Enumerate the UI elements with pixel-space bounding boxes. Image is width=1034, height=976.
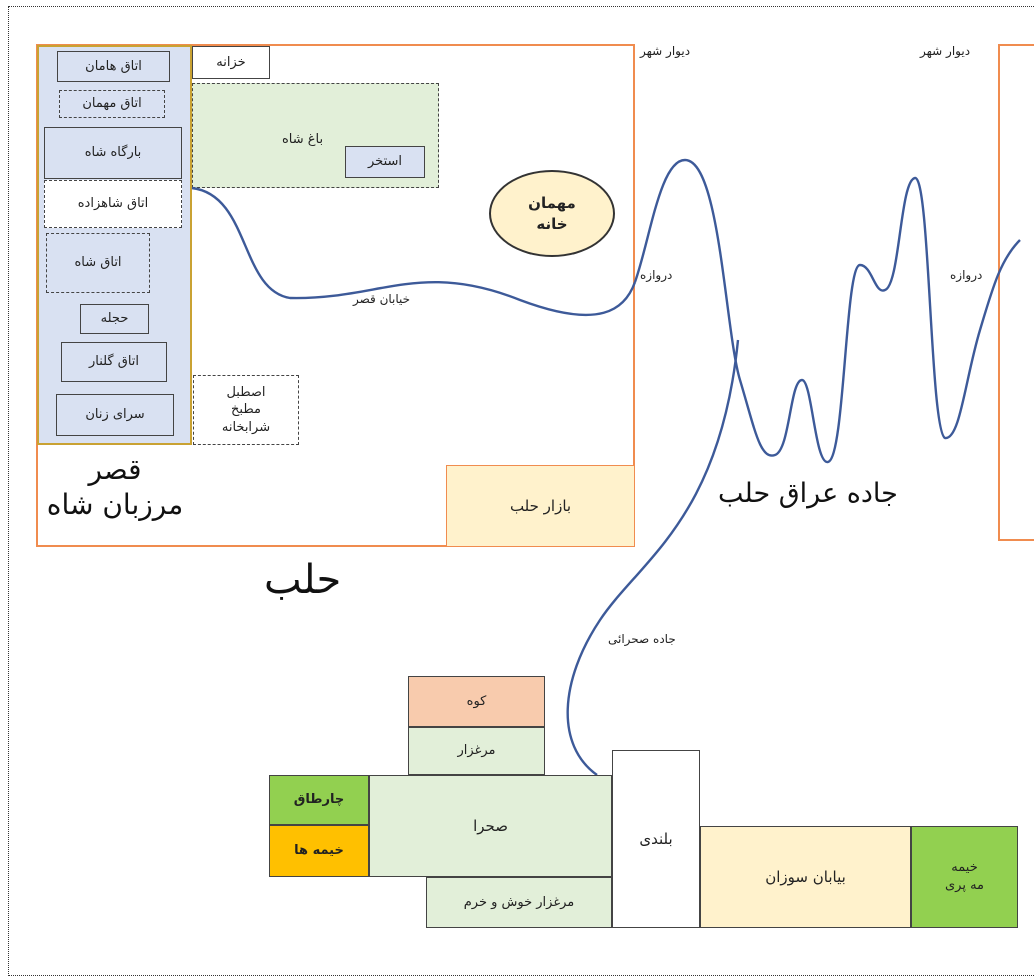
pool: استخر (345, 146, 425, 178)
room-prince: اتاق شاهزاده (44, 180, 182, 228)
room-bridal: حجله (80, 304, 149, 334)
tents-region: خیمه ها (269, 825, 369, 877)
royal-garden-label: باغ شاه (282, 132, 324, 147)
mountain-region: کوه (408, 676, 545, 727)
city-wall-label-1: دیوار شهر (640, 44, 691, 58)
gate-label-1: دروازه (640, 268, 673, 282)
heights-region: بلندی (612, 750, 700, 928)
meadow-region: مرغزار (408, 727, 545, 775)
desert-road (566, 339, 740, 776)
pleasant-meadow-region: مرغزار خوش و خرم (426, 877, 612, 928)
palace-title: قصر مرزبان شاه (46, 453, 184, 521)
iraq-aleppo-road-label: جاده عراق حلب (718, 478, 898, 509)
charttaq-region: چارطاق (269, 775, 369, 825)
room-golnar: اتاق گلنار (61, 342, 167, 382)
city-name: حلب (264, 557, 342, 603)
palace-road-label: خیابان قصر (353, 292, 411, 306)
fairy-tent-region: خیمه مه پری (911, 826, 1018, 928)
treasury: خزانه (192, 46, 270, 79)
palace-road (191, 186, 637, 317)
stables-kitchen: اصطبل مطبخ شرابخانه (193, 375, 299, 445)
room-guest: اتاق مهمان (59, 90, 165, 118)
desert-region: صحرا (369, 775, 612, 877)
iraq-aleppo-road (633, 158, 1021, 464)
guesthouse: مهمان خانه (489, 170, 615, 257)
second-city-wall (998, 44, 1034, 541)
aleppo-bazaar: بازار حلب (446, 465, 635, 547)
room-king: اتاق شاه (46, 233, 150, 293)
burning-desert-region: بیابان سوزان (700, 826, 911, 928)
room-haman: اتاق هامان (57, 51, 170, 82)
room-women-quarters: سرای زنان (56, 394, 174, 436)
room-kings-court: بارگاه شاه (44, 127, 182, 179)
desert-road-label: جاده صحرائی (608, 632, 676, 646)
gate-label-2: دروازه (950, 268, 983, 282)
city-wall-label-2: دیوار شهر (920, 44, 971, 58)
